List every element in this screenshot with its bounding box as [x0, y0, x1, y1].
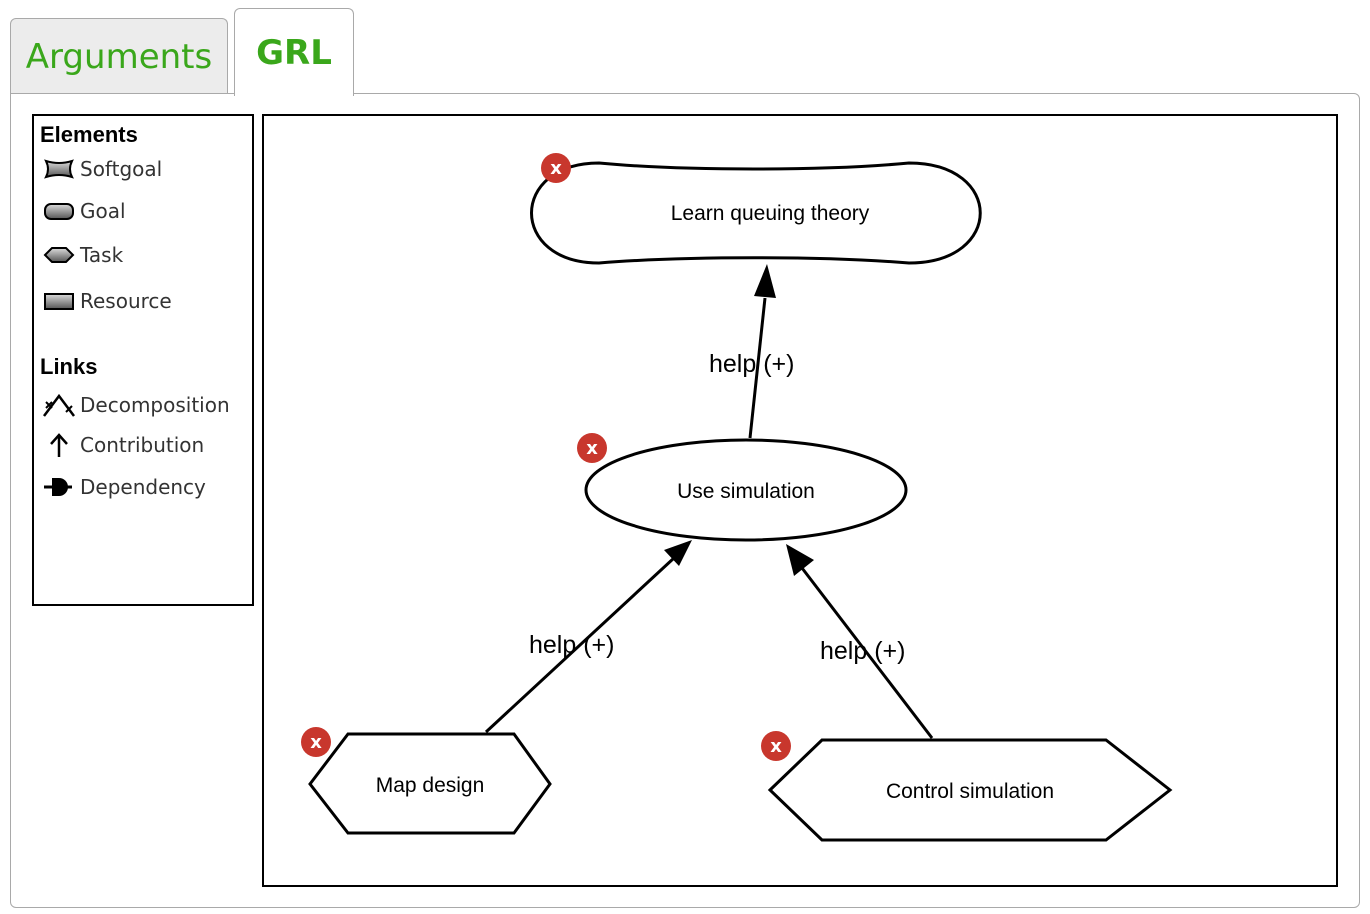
- palette-item-softgoal[interactable]: Softgoal: [42, 154, 162, 184]
- node-use-simulation[interactable]: Use simulation: [584, 438, 908, 542]
- palette-item-resource[interactable]: Resource: [42, 286, 172, 316]
- goal-icon: [44, 203, 74, 220]
- palette-item-label: Goal: [80, 199, 126, 223]
- palette-item-task[interactable]: Task: [42, 240, 123, 270]
- svg-text:x: x: [770, 736, 782, 757]
- resource-icon: [44, 293, 74, 310]
- node-label: Use simulation: [677, 480, 815, 503]
- palette-item-goal[interactable]: Goal: [42, 196, 126, 226]
- node-label: Map design: [376, 774, 485, 797]
- delete-node-control-simulation-button[interactable]: x: [761, 731, 791, 761]
- links-heading: Links: [40, 354, 98, 379]
- tab-grl[interactable]: GRL: [234, 8, 354, 96]
- svg-text:x: x: [310, 732, 322, 753]
- delete-node-use-simulation-button[interactable]: x: [577, 433, 607, 463]
- softgoal-icon: [44, 159, 74, 179]
- palette-item-decomposition[interactable]: Decomposition: [42, 390, 230, 420]
- decomposition-icon: [43, 393, 75, 417]
- palette-item-label: Contribution: [80, 433, 205, 457]
- palette-item-label: Task: [80, 243, 124, 267]
- palette-item-label: Softgoal: [80, 157, 163, 181]
- delete-node-learn-queuing-theory-button[interactable]: x: [541, 153, 571, 183]
- link-control-simulation-to-use-simulation[interactable]: help (+): [786, 544, 934, 739]
- element-palette: Elements Softgoal Goal Task Resource Lin…: [32, 114, 254, 606]
- dependency-icon: [44, 478, 72, 496]
- tab-arguments[interactable]: Arguments: [10, 18, 228, 94]
- link-use-simulation-to-learn-queuing-theory[interactable]: help (+): [709, 264, 794, 439]
- task-icon: [43, 247, 75, 263]
- grl-diagram: help (+) help (+) help (+) Learn queuing…: [301, 153, 1173, 842]
- delete-node-map-design-button[interactable]: x: [301, 727, 331, 757]
- diagram-canvas[interactable]: help (+) help (+) help (+) Learn queuing…: [262, 114, 1338, 887]
- elements-heading: Elements: [40, 122, 138, 147]
- palette-item-contribution[interactable]: Contribution: [42, 430, 204, 460]
- contribution-icon: [50, 433, 68, 457]
- palette-item-dependency[interactable]: Dependency: [42, 472, 206, 502]
- palette-item-label: Decomposition: [80, 393, 230, 417]
- node-control-simulation[interactable]: Control simulation: [767, 738, 1173, 842]
- node-label: Learn queuing theory: [671, 202, 870, 225]
- palette-item-label: Dependency: [80, 475, 206, 499]
- link-label: help (+): [709, 350, 794, 378]
- link-label: help (+): [820, 637, 905, 665]
- palette-item-label: Resource: [80, 289, 172, 313]
- svg-text:x: x: [550, 158, 562, 179]
- node-map-design[interactable]: Map design: [308, 732, 552, 835]
- link-label: help (+): [529, 631, 614, 659]
- node-learn-queuing-theory[interactable]: Learn queuing theory: [530, 161, 982, 265]
- svg-text:x: x: [586, 438, 598, 459]
- link-map-design-to-use-simulation[interactable]: help (+): [484, 540, 692, 734]
- node-label: Control simulation: [886, 780, 1054, 803]
